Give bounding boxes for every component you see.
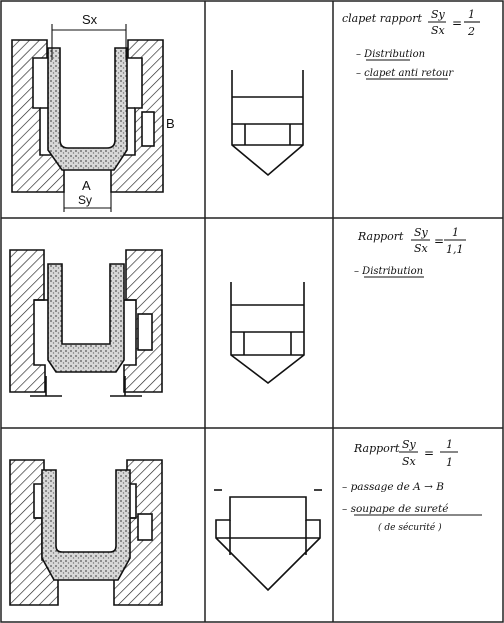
row-2-housing-left bbox=[9, 249, 46, 393]
row-1-item-1: – Distribution bbox=[356, 49, 425, 60]
row-2-item-1: – Distribution bbox=[354, 266, 423, 277]
row-2-fraction-bottom: Sx bbox=[414, 242, 429, 255]
row-1-item-2: – clapet anti retour bbox=[356, 68, 454, 79]
row-1-fraction-top: Sy bbox=[431, 8, 446, 21]
row-2-notes: Rapport Sy Sx = 1 1,1 – Distribution bbox=[354, 226, 466, 278]
row-3-spool bbox=[41, 469, 131, 581]
row-1-symbol bbox=[231, 70, 304, 177]
row-3-port-pocket bbox=[137, 513, 153, 541]
row-1-label-sy: Sy bbox=[78, 193, 92, 207]
row-3-valve-section bbox=[9, 459, 163, 606]
row-1-label-a: A bbox=[82, 178, 91, 193]
row-1-label-sx: Sx bbox=[82, 12, 98, 27]
row-3-ratio-top: 1 bbox=[446, 438, 453, 451]
row-1-equals: = bbox=[452, 16, 462, 30]
row-3-notes: Rapport Sy Sx = 1 1 – passage de A → B –… bbox=[342, 438, 482, 533]
row-3-item-1: – passage de A → B bbox=[342, 481, 444, 493]
row-2-symbol bbox=[230, 282, 305, 385]
row-3-symbol bbox=[214, 489, 322, 592]
row-3-fraction-bottom: Sx bbox=[402, 455, 417, 468]
row-1-notes: clapet rapport Sy Sx = 1 2 – Distributio… bbox=[342, 8, 480, 80]
row-1-ratio-top: 1 bbox=[468, 8, 475, 21]
row-2-title: Rapport bbox=[357, 230, 404, 243]
row-1-title: clapet rapport bbox=[342, 12, 422, 25]
row-1-spool bbox=[47, 47, 128, 171]
row-1-port-b-pocket bbox=[141, 111, 155, 147]
row-3-handwritten-note: ( de sécurité ) bbox=[378, 522, 442, 533]
row-2-ratio-top: 1 bbox=[452, 226, 459, 239]
row-2-port-pocket bbox=[137, 313, 153, 351]
row-3-ratio-bottom: 1 bbox=[446, 456, 453, 469]
row-2-valve-section bbox=[9, 249, 163, 397]
row-2-fraction-top: Sy bbox=[414, 226, 429, 239]
row-2-equals: = bbox=[434, 234, 444, 248]
row-3-title: Rapport bbox=[353, 442, 400, 455]
row-1-valve-section: Sx A Sy B bbox=[11, 12, 175, 212]
row-1-ratio-bottom: 2 bbox=[467, 25, 475, 38]
row-3-fraction-top: Sy bbox=[402, 438, 417, 451]
row-1-label-b: B bbox=[166, 116, 175, 131]
row-2-ratio-bottom: 1,1 bbox=[446, 243, 464, 256]
row-3-item-2: – soupape de sureté bbox=[342, 503, 448, 515]
row-2-spool bbox=[47, 263, 125, 373]
row-3-equals: = bbox=[424, 446, 434, 460]
row-1-fraction-bottom: Sx bbox=[431, 24, 446, 37]
